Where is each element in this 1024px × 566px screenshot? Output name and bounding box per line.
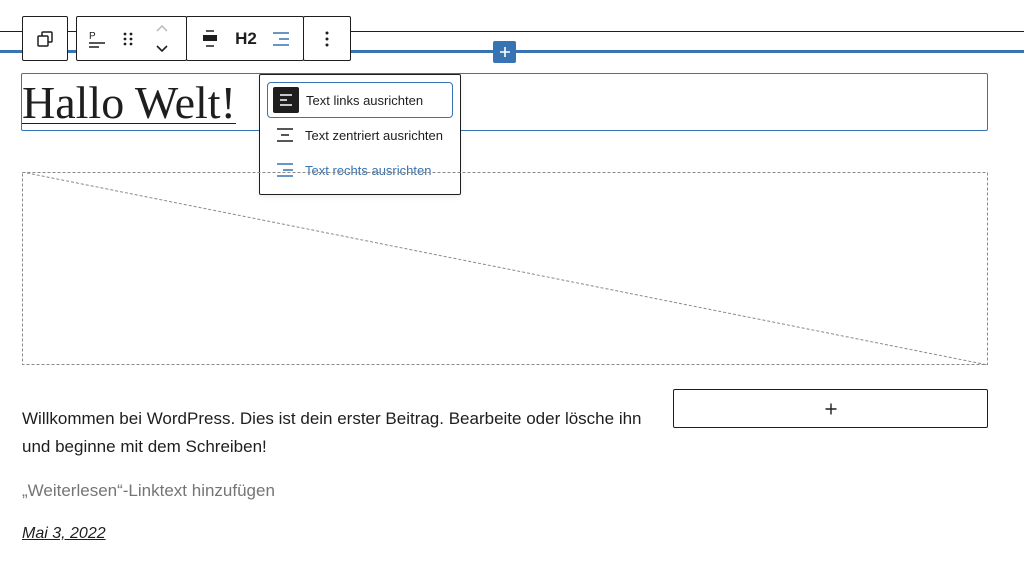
chevron-up-icon bbox=[156, 24, 168, 32]
align-right-label: Text rechts ausrichten bbox=[305, 162, 432, 178]
align-right-icon bbox=[272, 157, 298, 183]
text-align-button[interactable] bbox=[259, 17, 303, 60]
heading-level-label: H2 bbox=[235, 28, 257, 48]
align-left-icon bbox=[273, 87, 299, 113]
block-align-button[interactable] bbox=[187, 17, 233, 60]
toolbar-block-group: P bbox=[76, 16, 187, 61]
featured-image-placeholder[interactable] bbox=[21, 171, 989, 366]
align-left-option[interactable]: Text links ausrichten bbox=[267, 82, 453, 118]
plus-icon bbox=[499, 47, 510, 57]
post-date[interactable]: Mai 3, 2022 bbox=[22, 525, 106, 542]
toolbar-parent-group bbox=[22, 16, 68, 61]
toolbar-format-group: H2 bbox=[186, 16, 304, 61]
read-more-link-placeholder[interactable]: „Weiterlesen“-Linktext hinzufügen bbox=[22, 481, 275, 500]
drag-handle-icon bbox=[123, 32, 133, 45]
add-block-button[interactable] bbox=[673, 389, 988, 428]
block-align-icon bbox=[203, 29, 217, 47]
excerpt-paragraph[interactable]: Willkommen bei WordPress. Dies ist dein … bbox=[22, 409, 642, 456]
parent-block-icon bbox=[37, 30, 53, 47]
move-buttons bbox=[139, 17, 185, 60]
more-vertical-icon bbox=[325, 31, 329, 46]
placeholder-diagonal bbox=[21, 171, 989, 366]
block-type-button[interactable]: P bbox=[77, 17, 117, 60]
top-separator-line bbox=[0, 31, 1024, 32]
more-options-button[interactable] bbox=[304, 17, 350, 60]
align-center-label: Text zentriert ausrichten bbox=[305, 127, 444, 143]
align-center-icon bbox=[272, 122, 298, 148]
insert-block-button[interactable] bbox=[493, 41, 516, 63]
heading-block[interactable] bbox=[21, 73, 988, 131]
toolbar-options-group bbox=[303, 16, 351, 61]
move-up-button[interactable] bbox=[139, 17, 185, 39]
plus-icon bbox=[825, 403, 836, 414]
heading-level-button[interactable]: H2 bbox=[233, 17, 259, 60]
select-parent-button[interactable] bbox=[23, 17, 67, 60]
align-right-icon bbox=[273, 31, 289, 46]
align-left-label: Text links ausrichten bbox=[306, 92, 424, 108]
svg-text:P: P bbox=[89, 31, 96, 42]
drag-handle[interactable] bbox=[117, 17, 139, 60]
chevron-down-icon bbox=[156, 45, 168, 53]
align-right-option[interactable]: Text rechts ausrichten bbox=[267, 152, 453, 188]
paragraph-type-icon: P bbox=[89, 31, 105, 48]
text-align-dropdown: Text links ausrichten Text zentriert aus… bbox=[259, 74, 461, 195]
align-center-option[interactable]: Text zentriert ausrichten bbox=[267, 117, 453, 153]
move-down-button[interactable] bbox=[139, 39, 185, 61]
heading-text[interactable]: Hallo Welt! bbox=[22, 77, 236, 128]
